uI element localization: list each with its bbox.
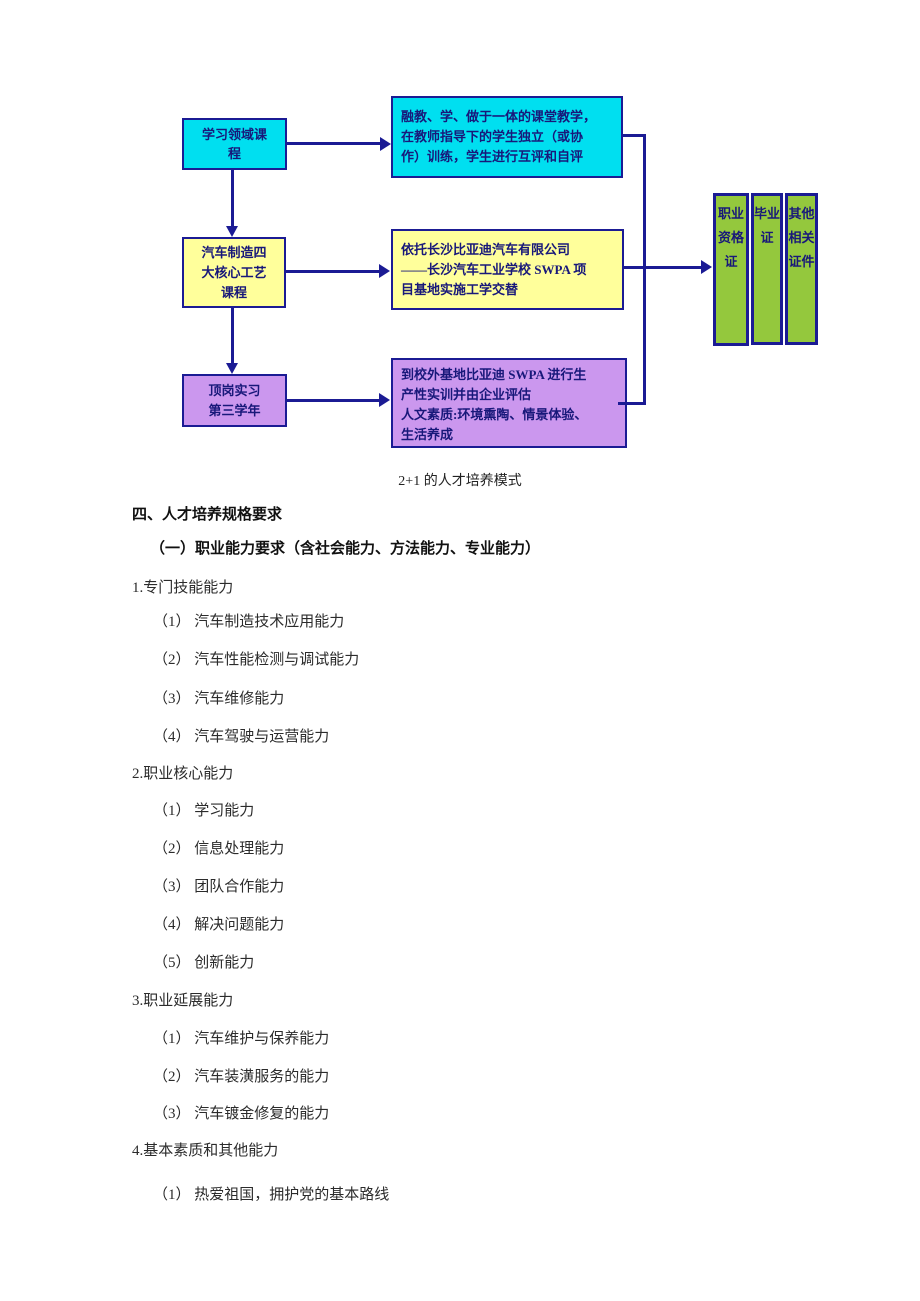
- connector-left-vertical-1: [231, 170, 234, 227]
- list-item: （2） 信息处理能力: [153, 841, 285, 857]
- section-title-core-abilities: 2.职业核心能力: [132, 766, 234, 782]
- connector-bus-vertical: [643, 134, 646, 405]
- diagram-caption: 2+1 的人才培养模式: [398, 474, 522, 489]
- flow-box-vocational-qualification-cert: 职业资格证: [713, 193, 749, 346]
- connector-to-certificates: [624, 266, 703, 269]
- flow-box-graduation-cert: 毕业证: [751, 193, 783, 345]
- list-item: （5） 创新能力: [153, 955, 255, 971]
- connector-top-stub: [622, 134, 646, 137]
- flow-box-learning-field-course: 学习领域课 程: [182, 118, 287, 170]
- connector-row3-horizontal: [287, 399, 380, 402]
- list-item: （3） 汽车维修能力: [153, 691, 285, 707]
- arrowhead-certificates: [701, 260, 712, 274]
- list-item: （2） 汽车装潢服务的能力: [153, 1069, 330, 1085]
- list-item: （1） 汽车维护与保养能力: [153, 1031, 330, 1047]
- flow-box-byd-swpa-base: 依托长沙比亚迪汽车有限公司 ——长沙汽车工业学校 SWPA 项 目基地实施工学交…: [391, 229, 624, 310]
- flow-box-internship-third-year: 顶岗实习 第三学年: [182, 374, 287, 427]
- connector-left-vertical-2: [231, 308, 234, 364]
- connector-bottom-stub: [618, 402, 646, 405]
- list-item: （4） 解决问题能力: [153, 917, 285, 933]
- arrowhead-row3-right: [379, 393, 390, 407]
- section-title-basic-qualities: 4.基本素质和其他能力: [132, 1143, 279, 1159]
- flow-box-other-related-certs: 其他相关证件: [785, 193, 818, 345]
- heading-section-4: 四、人才培养规格要求: [132, 507, 283, 523]
- list-item: （4） 汽车驾驶与运营能力: [153, 729, 330, 745]
- connector-row2-horizontal: [286, 270, 380, 273]
- connector-row1-horizontal: [287, 142, 381, 145]
- list-item: （1） 学习能力: [153, 803, 255, 819]
- arrowhead-row1-right: [380, 137, 391, 151]
- flow-box-integrated-classroom-teaching: 融教、学、做于一体的课堂教学， 在教师指导下的学生独立（或协 作）训练，学生进行…: [391, 96, 623, 178]
- arrowhead-row2-right: [379, 264, 390, 278]
- list-item: （3） 团队合作能力: [153, 879, 285, 895]
- list-item: （3） 汽车镀金修复的能力: [153, 1106, 330, 1122]
- list-item: （1） 汽车制造技术应用能力: [153, 614, 345, 630]
- list-item: （2） 汽车性能检测与调试能力: [153, 652, 360, 668]
- list-item: （1） 热爱祖国，拥护党的基本路线: [153, 1187, 390, 1203]
- flow-box-four-core-craft-course: 汽车制造四 大核心工艺 课程: [182, 237, 286, 308]
- arrowhead-down-2: [226, 363, 238, 374]
- section-title-special-skills: 1.专门技能能力: [132, 580, 234, 596]
- heading-occupational-ability: （一）职业能力要求（含社会能力、方法能力、专业能力）: [150, 541, 541, 557]
- section-title-extended-abilities: 3.职业延展能力: [132, 993, 234, 1009]
- flow-box-offcampus-training-evaluation: 到校外基地比亚迪 SWPA 进行生 产性实训并由企业评估 人文素质:环境熏陶、情…: [391, 358, 627, 448]
- arrowhead-down-1: [226, 226, 238, 237]
